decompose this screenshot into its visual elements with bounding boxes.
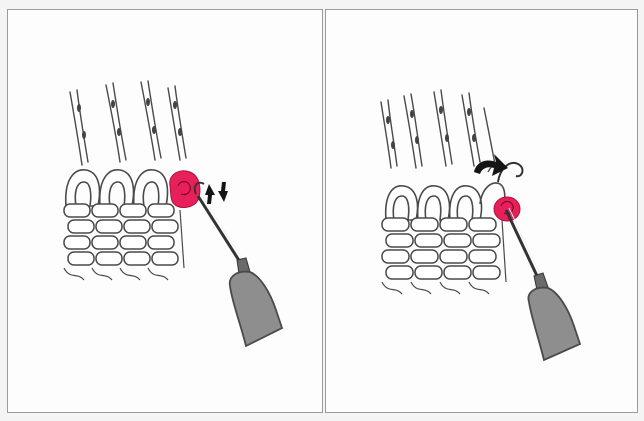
yarn-twists — [77, 98, 182, 139]
tool-handle — [528, 288, 580, 360]
up-down-arrows-icon — [205, 182, 228, 204]
knitting-step-2-illustration — [326, 10, 638, 413]
step-panel-1 — [7, 9, 323, 413]
yarn-twists — [386, 106, 476, 149]
latch-tool — [506, 208, 580, 360]
knitting-step-1-illustration — [8, 10, 323, 413]
warp-yarns — [70, 81, 186, 165]
latch-tool — [195, 183, 282, 346]
top-loops — [386, 183, 505, 220]
knitted-rows — [382, 218, 500, 279]
tool-handle — [230, 272, 282, 346]
step-panel-2 — [325, 9, 638, 413]
knitted-rows — [64, 204, 178, 265]
top-loops — [66, 170, 168, 206]
highlighted-loop — [494, 197, 520, 221]
warp-yarns — [381, 90, 496, 170]
